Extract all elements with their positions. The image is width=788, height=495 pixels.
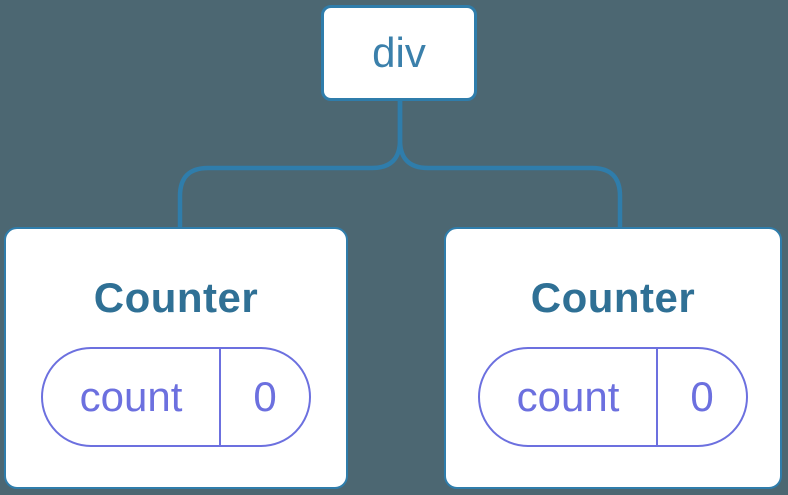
counter-card-left: Counter count 0 <box>4 227 348 489</box>
state-key-label: count <box>516 373 620 420</box>
root-node-label: div <box>372 29 426 76</box>
state-value-section: 0 <box>658 349 746 445</box>
state-key-section: count <box>43 349 219 445</box>
connector-left-branch <box>177 99 403 230</box>
state-value-section: 0 <box>221 349 309 445</box>
state-pill-divider <box>219 349 221 445</box>
component-name-label: Counter <box>93 274 259 322</box>
state-value-label: 0 <box>253 373 277 420</box>
tree-node-div: div <box>321 5 477 101</box>
state-key-section: count <box>480 349 656 445</box>
state-pill: count 0 <box>41 347 311 447</box>
component-name-label: Counter <box>530 274 696 322</box>
state-pill: count 0 <box>478 347 748 447</box>
counter-card-right: Counter count 0 <box>444 227 782 489</box>
state-value-label: 0 <box>690 373 714 420</box>
state-key-label: count <box>79 373 183 420</box>
connector-right-branch <box>397 99 623 230</box>
state-pill-divider <box>656 349 658 445</box>
